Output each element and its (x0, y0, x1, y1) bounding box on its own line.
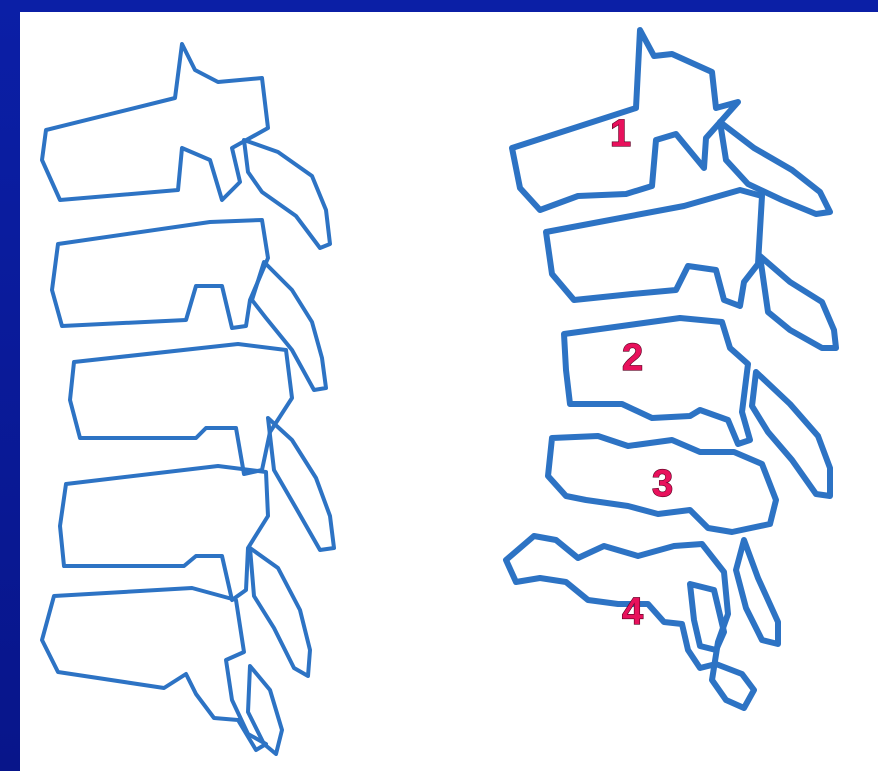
left-process-5 (248, 666, 282, 754)
label-4: 4 (622, 591, 643, 633)
left-vertebra-2 (52, 220, 268, 328)
right-process-2 (760, 256, 836, 348)
left-vertebra-3 (70, 344, 292, 474)
left-vertebra-1 (42, 44, 268, 200)
right-spine-column (506, 30, 836, 708)
label-2: 2 (622, 337, 643, 379)
right-process-4 (736, 540, 778, 644)
right-process-1 (720, 122, 830, 214)
left-process-3 (268, 418, 334, 550)
left-spine-column (42, 44, 334, 754)
left-vertebra-5 (42, 588, 266, 750)
right-process-3 (752, 372, 830, 496)
left-process-1 (244, 140, 330, 248)
right-process-5 (690, 584, 724, 650)
left-process-4 (250, 548, 310, 676)
label-1: 1 (610, 113, 631, 155)
left-vertebra-4 (60, 466, 268, 600)
right-vertebra-2 (546, 190, 762, 306)
label-3: 3 (652, 463, 673, 505)
right-vertebra-3 (564, 318, 750, 444)
